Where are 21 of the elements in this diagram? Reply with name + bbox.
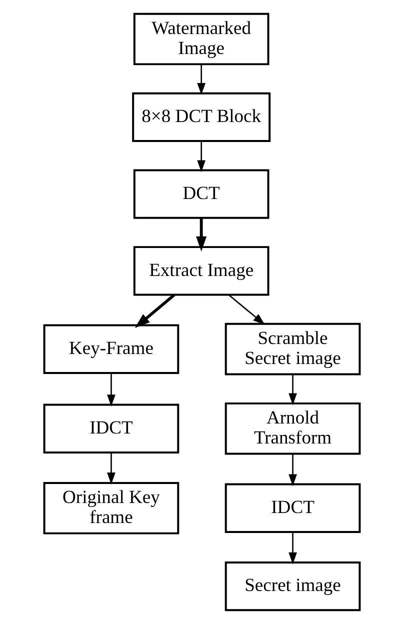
arrow bbox=[134, 294, 175, 328]
arrow bbox=[196, 141, 206, 172]
arrow bbox=[288, 532, 296, 564]
node-box: 8×8 DCT Block bbox=[132, 92, 270, 142]
node-box: DCT bbox=[132, 169, 269, 219]
node-box: Watermarked Image bbox=[132, 12, 269, 66]
node-box: Extract Image bbox=[132, 246, 269, 296]
node-box: IDCT bbox=[224, 483, 360, 533]
arrow bbox=[228, 294, 264, 325]
arrow bbox=[106, 373, 115, 407]
arrow bbox=[288, 454, 296, 486]
node-box: Original Key frame bbox=[42, 482, 179, 534]
node-box: Secret image bbox=[224, 561, 360, 612]
arrow bbox=[196, 64, 206, 95]
arrow bbox=[106, 452, 115, 484]
arrow bbox=[196, 218, 206, 252]
node-box: Scramble Secret image bbox=[224, 322, 360, 376]
node-box: IDCT bbox=[42, 404, 179, 454]
node-box: Arnold Transform bbox=[224, 402, 360, 455]
node-box: Key-Frame bbox=[42, 324, 179, 374]
arrow bbox=[288, 374, 296, 406]
